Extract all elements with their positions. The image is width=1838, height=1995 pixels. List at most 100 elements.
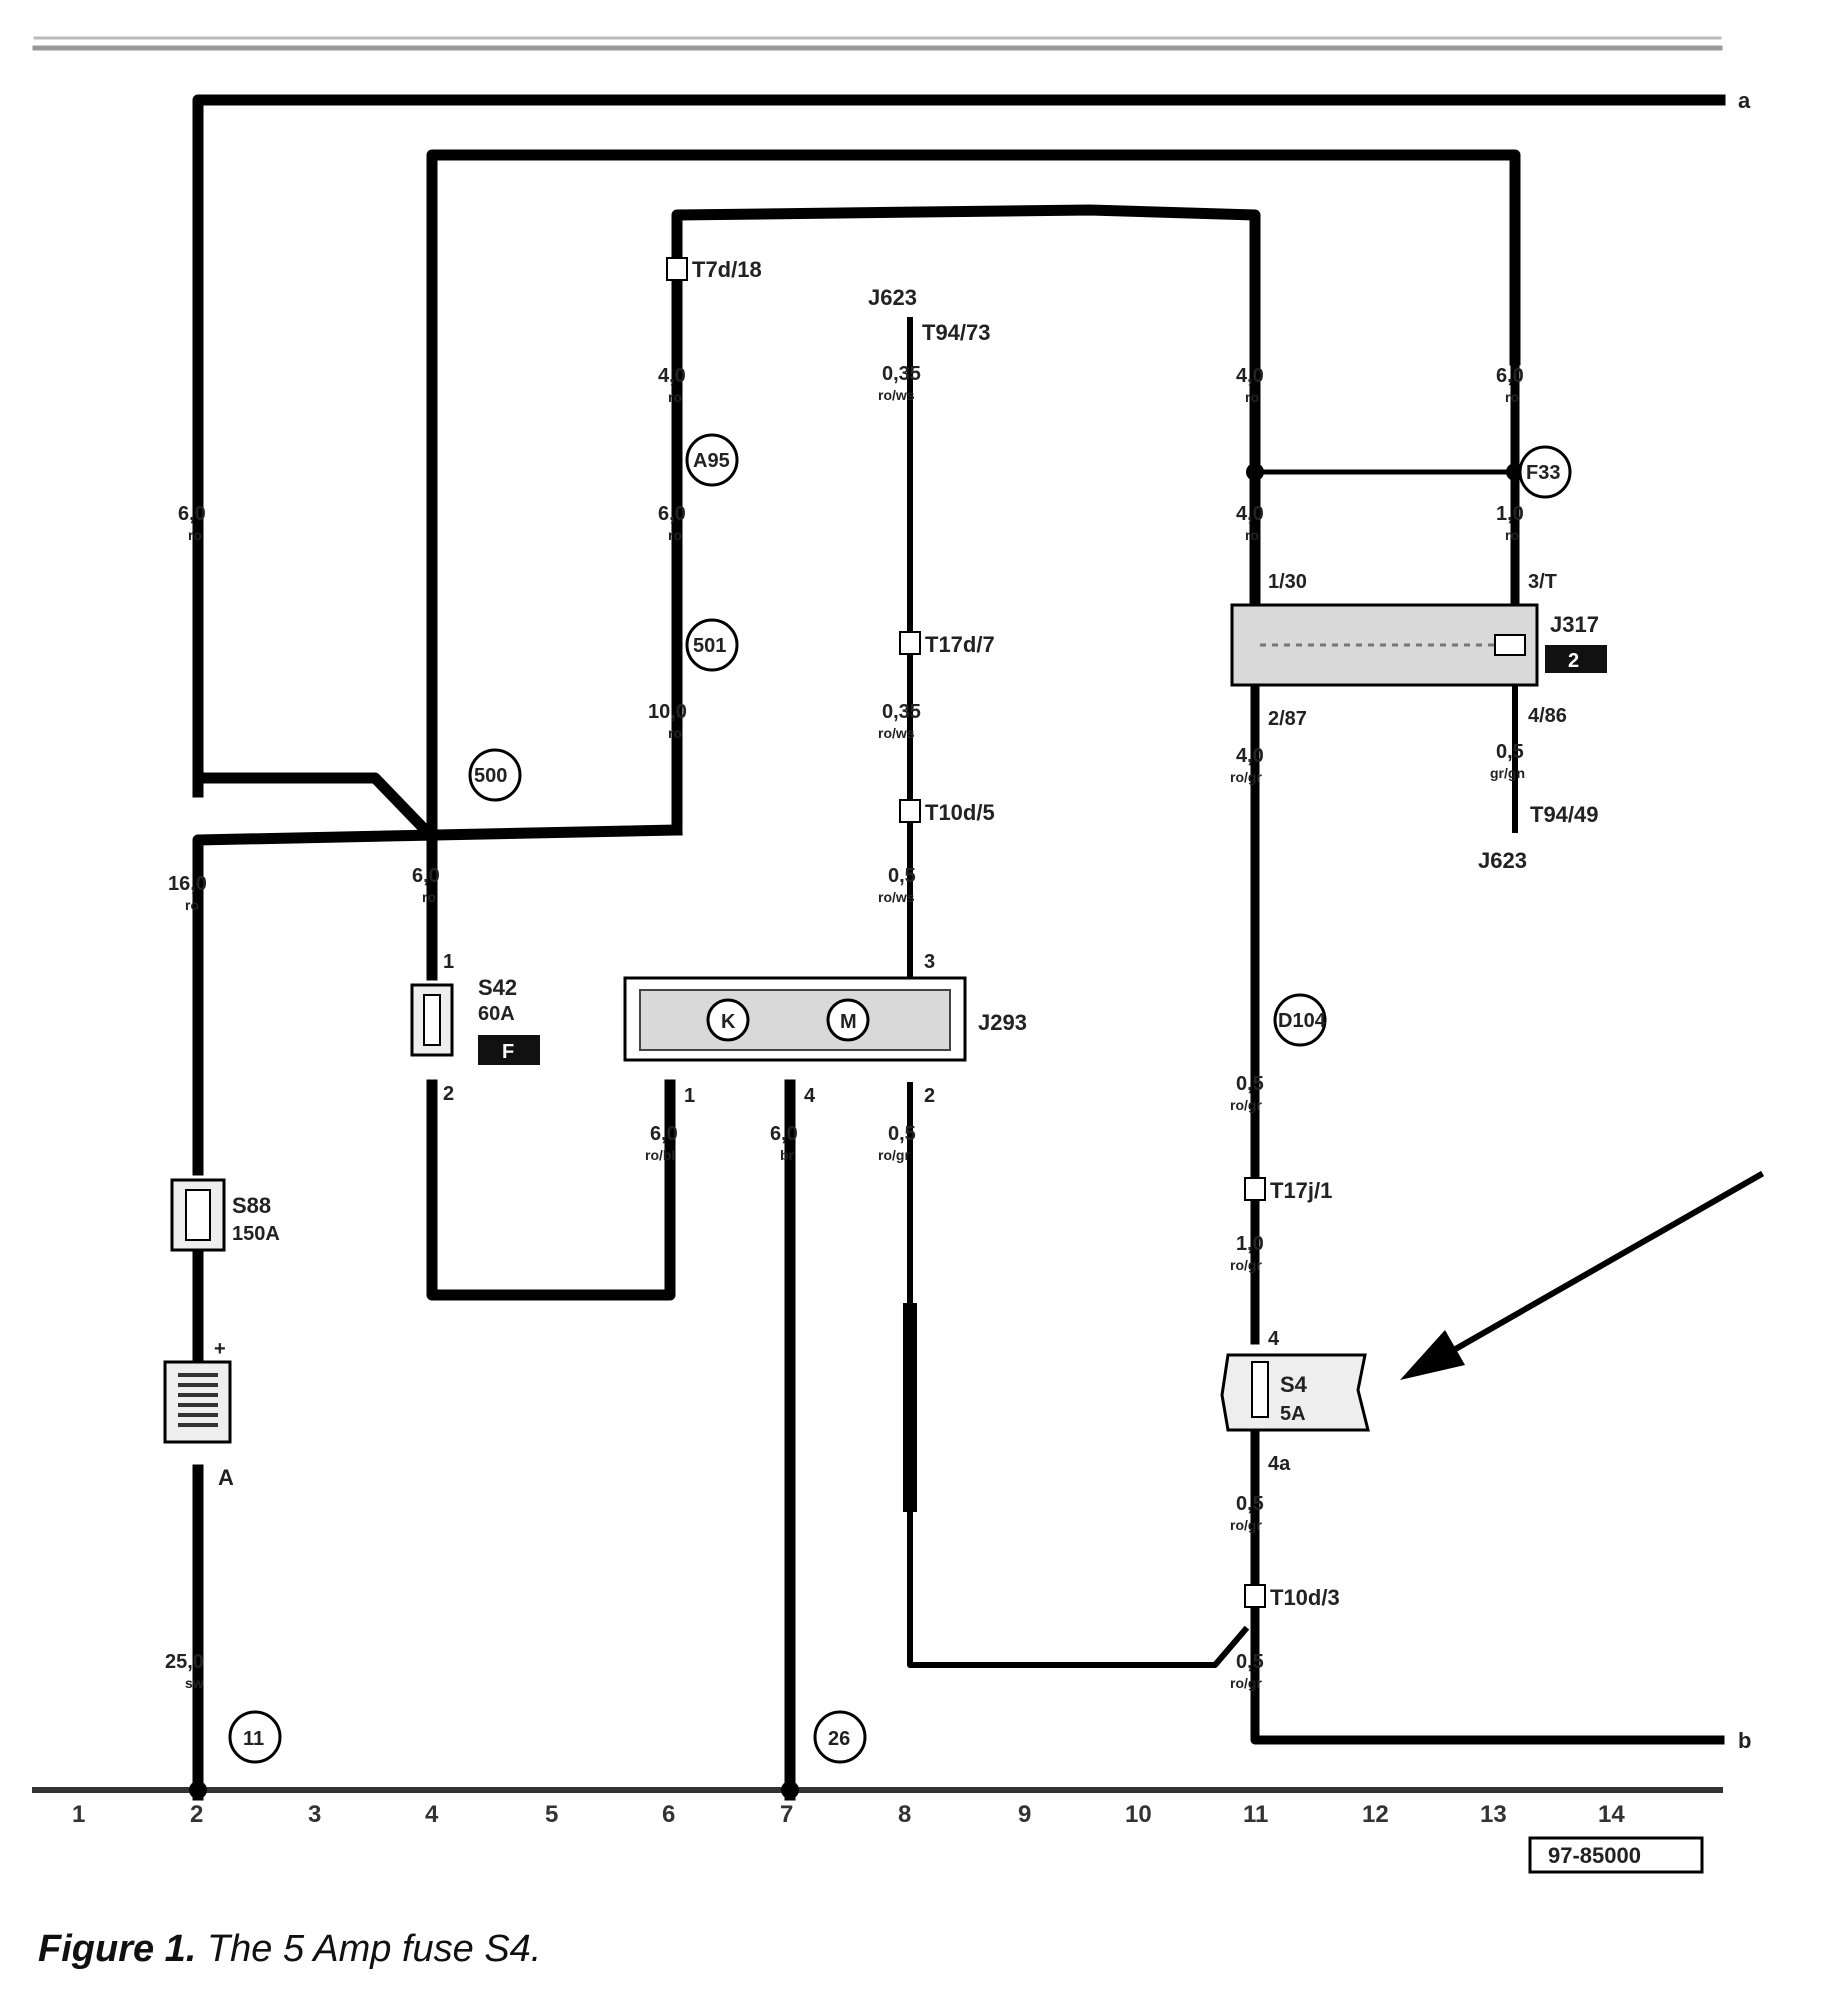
fuse-s4 xyxy=(1220,1353,1370,1432)
wire-col2-16 xyxy=(192,824,683,1176)
wire-w1-color: ro xyxy=(188,527,202,543)
splice-501: 501 xyxy=(693,635,726,657)
ground-11: 11 xyxy=(243,1728,264,1750)
s4-rating: 5A xyxy=(1280,1403,1306,1425)
pin-s4-4a: 4a xyxy=(1268,1453,1291,1475)
connector-t9473: T94/73 xyxy=(922,320,991,345)
wire-w10-size: 0,5 xyxy=(888,865,916,887)
relay-j317 xyxy=(1230,603,1539,687)
connector-t10d5: T10d/5 xyxy=(925,800,995,825)
column-number: 7 xyxy=(780,1801,793,1828)
column-number: 12 xyxy=(1362,1801,1389,1828)
wire-w4-color: ro xyxy=(422,889,436,905)
wire-w5-size: 4,0 xyxy=(658,365,686,387)
wire-w15-size: 4,0 xyxy=(1236,503,1264,525)
wire-w3-color: sw xyxy=(185,1675,204,1691)
connector-t10d3: T10d/3 xyxy=(1270,1585,1340,1610)
wire-col8-lower xyxy=(907,1082,1250,1668)
column-number: 9 xyxy=(1018,1801,1031,1828)
wire-w19-color: ro/gr xyxy=(1230,1517,1262,1533)
wire-w23-size: 0,5 xyxy=(1496,741,1524,763)
column-number: 2 xyxy=(190,1801,203,1828)
fuse-s42 xyxy=(410,983,540,1065)
figure-caption: Figure 1. The 5 Amp fuse S4. xyxy=(38,1928,541,1971)
pin-j293-2: 2 xyxy=(924,1085,935,1107)
j317-label: J317 xyxy=(1550,612,1599,637)
column-number: 3 xyxy=(308,1801,321,1828)
wire-w14-size: 4,0 xyxy=(1236,365,1264,387)
wire-outer-loop xyxy=(426,149,1521,834)
battery-label: A xyxy=(218,1465,234,1490)
wire-w14-color: ro xyxy=(1245,389,1259,405)
figure-caption-text: The 5 Amp fuse S4. xyxy=(206,1928,542,1970)
wire-col11-s4 xyxy=(1250,1430,1725,1745)
s42-rating: 60A xyxy=(478,1003,515,1025)
pin-j293-3: 3 xyxy=(924,951,935,973)
edge-marker-a: a xyxy=(1738,88,1751,113)
wire-w9-size: 0,35 xyxy=(882,701,921,723)
s4-label: S4 xyxy=(1280,1372,1308,1397)
wire-a-main xyxy=(192,94,1726,798)
wire-w3-size: 25,0 xyxy=(165,1651,204,1673)
pin-s42-1: 1 xyxy=(443,951,454,973)
wire-s42-bottom xyxy=(426,1079,676,1301)
j317-badge xyxy=(1545,645,1607,673)
pin-j317-287: 2/87 xyxy=(1268,708,1307,730)
wire-w20-size: 0,5 xyxy=(1236,1651,1264,1673)
wire-w17-color: ro/gr xyxy=(1230,1097,1262,1113)
j293-symbol-k: K xyxy=(721,1011,736,1033)
pin-s4-4: 4 xyxy=(1268,1328,1280,1350)
wire-w21-color: ro xyxy=(1505,389,1519,405)
wire-w1-size: 6,0 xyxy=(178,503,206,525)
wire-w16-color: ro/gr xyxy=(1230,769,1262,785)
connector-t17j1: T17j/1 xyxy=(1270,1178,1332,1203)
j293-label: J293 xyxy=(978,1010,1027,1035)
wire-w10-color: ro/ws xyxy=(878,889,915,905)
pin-s42-2: 2 xyxy=(443,1083,454,1105)
s88-rating: 150A xyxy=(232,1223,280,1245)
wire-w11-size: 6,0 xyxy=(650,1123,678,1145)
wire-w12-size: 6,0 xyxy=(770,1123,798,1145)
wire-w11-color: ro/bl xyxy=(645,1147,675,1163)
wire-w6-size: 6,0 xyxy=(658,503,686,525)
column-number: 14 xyxy=(1598,1801,1625,1828)
wire-w7-size: 10,0 xyxy=(648,701,687,723)
fuse-s88 xyxy=(170,1178,226,1252)
wire-w17-size: 0,5 xyxy=(1236,1073,1264,1095)
reference-code: 97-85000 xyxy=(1548,1843,1641,1868)
column-number: 11 xyxy=(1243,1801,1268,1828)
connector-t9449: T94/49 xyxy=(1530,802,1599,827)
wire-w13-size: 0,5 xyxy=(888,1123,916,1145)
column-number: 10 xyxy=(1125,1801,1152,1828)
wire-w22-color: ro xyxy=(1505,527,1519,543)
wire-w13-color: ro/gr xyxy=(878,1147,910,1163)
column-number: 4 xyxy=(425,1801,439,1828)
splice-500: 500 xyxy=(474,765,507,787)
splice-d104: D104 xyxy=(1278,1010,1327,1032)
figure-caption-label: Figure 1. xyxy=(38,1928,197,1970)
connector-t7d18: T7d/18 xyxy=(692,257,762,282)
column-number: 13 xyxy=(1480,1801,1507,1828)
arrow-head-icon xyxy=(1400,1330,1465,1380)
wire-w5-color: ro xyxy=(668,389,682,405)
wire-w8-size: 0,35 xyxy=(882,363,921,385)
j623-bottom-label: J623 xyxy=(1478,848,1527,873)
wire-w22-size: 1,0 xyxy=(1496,503,1524,525)
j293-symbol-m: M xyxy=(840,1011,857,1033)
wire-w19-size: 0,5 xyxy=(1236,1493,1264,1515)
column-number: 5 xyxy=(545,1801,558,1828)
battery-a xyxy=(163,1360,232,1444)
wire-w18-size: 1,0 xyxy=(1236,1233,1264,1255)
wire-w6-color: ro xyxy=(668,527,682,543)
wire-w9-color: ro/ws xyxy=(878,725,915,741)
battery-pole: + xyxy=(214,1338,226,1360)
column-number: 8 xyxy=(898,1801,911,1828)
wire-w7-color: ro xyxy=(668,725,682,741)
splice-f33: F33 xyxy=(1526,462,1560,484)
pin-j293-1: 1 xyxy=(684,1085,695,1107)
edge-marker-b: b xyxy=(1738,1728,1751,1753)
column-number: 1 xyxy=(72,1801,85,1828)
wire-w8-color: ro/ws xyxy=(878,387,915,403)
ground-26: 26 xyxy=(828,1728,850,1750)
reference-box xyxy=(1528,1836,1704,1874)
